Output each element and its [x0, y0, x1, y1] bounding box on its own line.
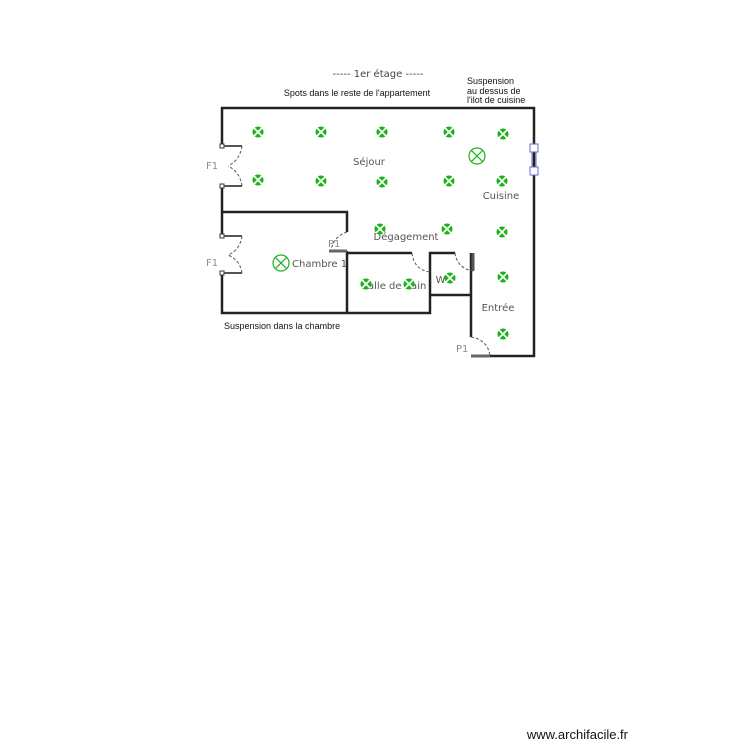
spot-light-icon [441, 223, 453, 235]
room-entree: Entrée [482, 302, 515, 314]
spot-light-icon [315, 175, 327, 187]
walls [220, 106, 536, 358]
window-label: F1 [206, 161, 218, 172]
spot-light-icon [497, 271, 509, 283]
room-degagement: Dégagement [374, 231, 439, 243]
door-entree: P1 [456, 336, 491, 357]
note-spots: Spots dans le reste de l'appartement [284, 88, 431, 98]
note-suspension-kitchen-3: l'ilot de cuisine [467, 95, 525, 105]
room-cuisine: Cuisine [483, 191, 520, 202]
door-chambre: P1 [328, 231, 348, 251]
door-wc [454, 252, 474, 272]
room-chambre: Chambre 1 [292, 259, 347, 270]
watermark: www.archifacile.fr [526, 727, 628, 742]
spot-light-icon [497, 128, 509, 140]
note-suspension-bedroom: Suspension dans la chambre [224, 321, 340, 331]
spot-light-icon [252, 126, 264, 138]
room-wc: WC [436, 275, 453, 286]
spot-light-icon [374, 223, 386, 235]
window-left-bottom: F1 [206, 233, 243, 276]
spot-light-icon [496, 226, 508, 238]
spot-light-icon [443, 126, 455, 138]
floor-title: ----- 1er étage ----- [333, 68, 424, 80]
pendant-light-icon [272, 254, 290, 272]
window-label: F1 [206, 258, 218, 269]
spot-light-icon [252, 174, 264, 186]
spot-light-icon [443, 175, 455, 187]
spot-light-icon [376, 126, 388, 138]
spot-light-icon [315, 126, 327, 138]
spot-light-icon [376, 176, 388, 188]
spot-light-icon [360, 278, 372, 290]
door-label: P1 [328, 239, 340, 250]
spot-light-icon [497, 328, 509, 340]
room-sejour: Séjour [353, 156, 386, 168]
room-salle: Salle de bain [362, 281, 427, 292]
note-suspension-kitchen-1: Suspension [467, 76, 514, 86]
window-left-top: F1 [206, 143, 243, 189]
door-label: P1 [456, 344, 468, 355]
note-suspension-kitchen-2: au dessus de [467, 86, 521, 96]
window-right [529, 143, 539, 176]
spot-light-icon [444, 272, 456, 284]
door-salle [411, 252, 431, 273]
pendant-light-icon [468, 147, 486, 165]
spot-light-icon [496, 175, 508, 187]
spot-light-icon [403, 278, 415, 290]
